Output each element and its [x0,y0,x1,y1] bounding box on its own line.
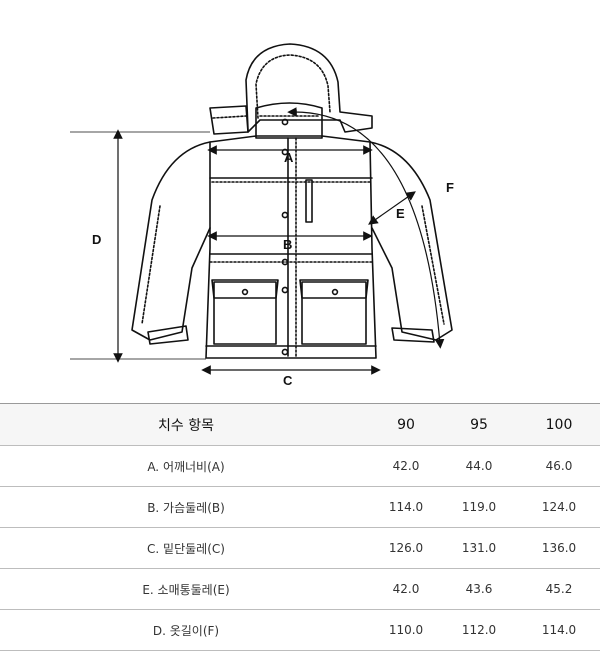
header-size-100: 100 [518,403,600,446]
row-item: D. 옷길이(F) [0,609,372,651]
row-item: C. 밑단둘레(C) [0,527,372,569]
cell-value: 114.0 [372,486,440,528]
label-b: B [283,237,293,252]
cell-value: 110.0 [372,609,440,651]
cell-value: 136.0 [518,527,600,569]
row-item: B. 가슴둘레(B) [0,486,372,528]
hood-outline [245,43,373,133]
cell-value: 114.0 [518,609,600,651]
row-item: E. 소매통둘레(E) [0,568,372,610]
jacket-measurement-diagram: A B C D E F [70,43,454,388]
cell-value: 124.0 [518,486,600,528]
cell-value: 112.0 [440,609,518,651]
table-row: B. 가슴둘레(B) 114.0 119.0 124.0 [0,486,600,528]
dimension-e-line [368,191,416,225]
label-d: D [92,232,102,247]
label-a: A [284,150,294,165]
cell-value: 46.0 [518,445,600,487]
right-pocket [301,281,367,345]
table-row: C. 밑단둘레(C) 126.0 131.0 136.0 [0,527,600,569]
left-pocket [213,281,277,345]
header-item: 치수 항목 [0,403,372,446]
row-item: A. 어깨너비(A) [0,445,372,487]
cell-value: 43.6 [440,568,518,610]
table-row: E. 소매통둘레(E) 42.0 43.6 45.2 [0,568,600,610]
cell-value: 45.2 [518,568,600,610]
size-chart-table: 치수 항목 90 95 100 A. 어깨너비(A) 42.0 44.0 46.… [0,403,600,651]
left-sleeve [131,141,211,341]
table-row: A. 어깨너비(A) 42.0 44.0 46.0 [0,445,600,487]
label-c: C [283,373,293,388]
jacket-flat-sketch [70,43,453,375]
cell-value: 42.0 [372,445,440,487]
table-header-row: 치수 항목 90 95 100 [0,403,600,446]
label-e: E [396,206,405,221]
cell-value: 126.0 [372,527,440,569]
cell-value: 131.0 [440,527,518,569]
label-f: F [446,180,454,195]
header-size-95: 95 [440,403,518,446]
header-size-90: 90 [372,403,440,446]
dimension-f-line [287,107,445,349]
right-sleeve [369,141,453,341]
cell-value: 42.0 [372,568,440,610]
cell-value: 119.0 [440,486,518,528]
cell-value: 44.0 [440,445,518,487]
table-row: D. 옷길이(F) 110.0 112.0 114.0 [0,609,600,651]
